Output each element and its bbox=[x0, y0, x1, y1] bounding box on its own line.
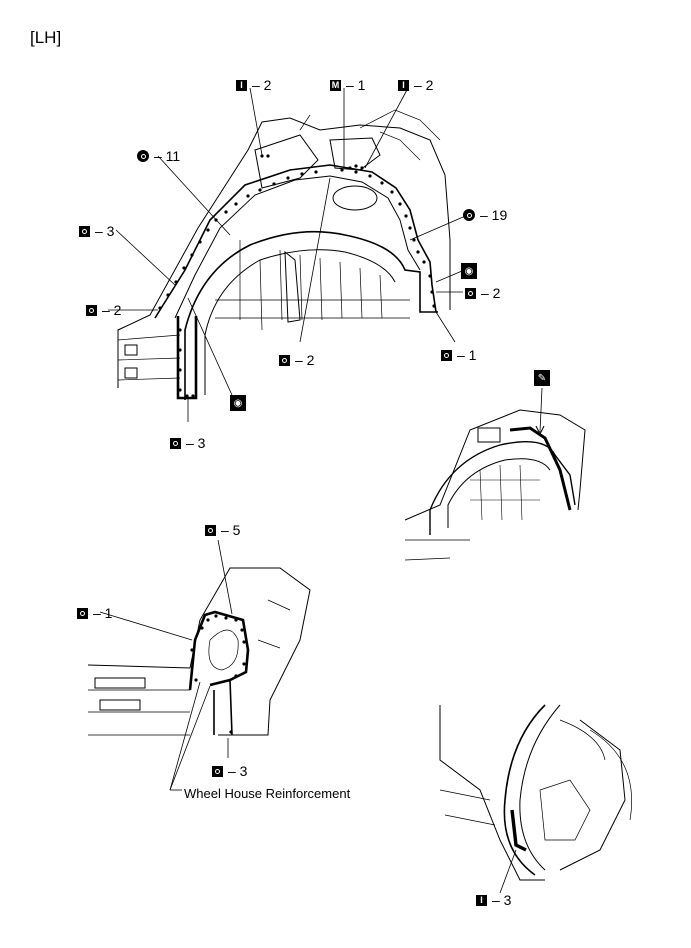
rust-preventive-icon: ◉ bbox=[230, 395, 246, 411]
main-view bbox=[108, 87, 471, 422]
arch-view bbox=[439, 704, 633, 894]
spot-weld-icon: I bbox=[236, 79, 247, 91]
callout-i3: I – 3 bbox=[476, 892, 511, 908]
side-label: [LH] bbox=[30, 28, 62, 47]
callout-o2-center: – 2 bbox=[279, 352, 314, 368]
callout-text: – 1 bbox=[346, 77, 366, 93]
callout-text: – 2 bbox=[252, 77, 272, 93]
callout-text: – 2 bbox=[481, 285, 501, 301]
callout-text: – 2 bbox=[102, 302, 122, 318]
weld-point-icon bbox=[205, 524, 216, 536]
callout-text: – 19 bbox=[480, 207, 508, 223]
weld-point-icon bbox=[441, 349, 452, 361]
callout-o3-left: – 3 bbox=[79, 223, 114, 239]
callout-text: – 3 bbox=[492, 892, 512, 908]
weld-point-icon bbox=[77, 607, 88, 619]
weld-point-icon bbox=[463, 209, 475, 221]
callout-o2-left: – 2 bbox=[86, 302, 121, 318]
callout-text: – 3 bbox=[95, 223, 115, 239]
callout-o1-right: – 1 bbox=[441, 347, 476, 363]
callout-o3-lower: – 3 bbox=[212, 763, 247, 779]
callout-text: – 3 bbox=[186, 435, 206, 451]
weld-point-icon bbox=[79, 225, 90, 237]
callout-i2-right: I – 2 bbox=[398, 77, 433, 93]
part-label: Wheel House Reinforcement bbox=[184, 786, 351, 801]
callout-o5: – 5 bbox=[205, 522, 240, 538]
callout-o3-bottom: – 3 bbox=[170, 435, 205, 451]
callout-text: – 11 bbox=[154, 148, 181, 164]
sealer-view bbox=[404, 387, 586, 561]
callout-o1-lower: – 1 bbox=[77, 605, 112, 621]
weld-point-icon bbox=[137, 150, 149, 162]
callout-o19: – 19 bbox=[463, 207, 507, 223]
weld-point-icon bbox=[170, 437, 181, 449]
callout-i2-left: I – 2 bbox=[236, 77, 271, 93]
callout-text: – 3 bbox=[228, 763, 248, 779]
reinforcement-view bbox=[87, 539, 311, 791]
spot-weld-icon: I bbox=[398, 79, 409, 91]
weld-point-icon bbox=[279, 354, 290, 366]
callout-text: – 2 bbox=[414, 77, 434, 93]
weld-point-icon bbox=[465, 287, 476, 299]
rust-preventive-icon: ◉ bbox=[461, 263, 477, 279]
callout-m1: M – 1 bbox=[330, 77, 365, 93]
spot-weld-icon: I bbox=[476, 894, 487, 906]
callout-o11: – 11 bbox=[137, 148, 180, 164]
callout-text: – 1 bbox=[93, 605, 113, 621]
weld-point-icon bbox=[212, 765, 223, 777]
callout-text: – 5 bbox=[221, 522, 241, 538]
callout-text: – 2 bbox=[295, 352, 315, 368]
callout-text: – 1 bbox=[457, 347, 477, 363]
mig-weld-icon: M bbox=[330, 79, 341, 91]
sealer-icon: ✎ bbox=[534, 370, 550, 386]
callout-o2-right: – 2 bbox=[465, 285, 500, 301]
weld-point-icon bbox=[86, 304, 97, 316]
